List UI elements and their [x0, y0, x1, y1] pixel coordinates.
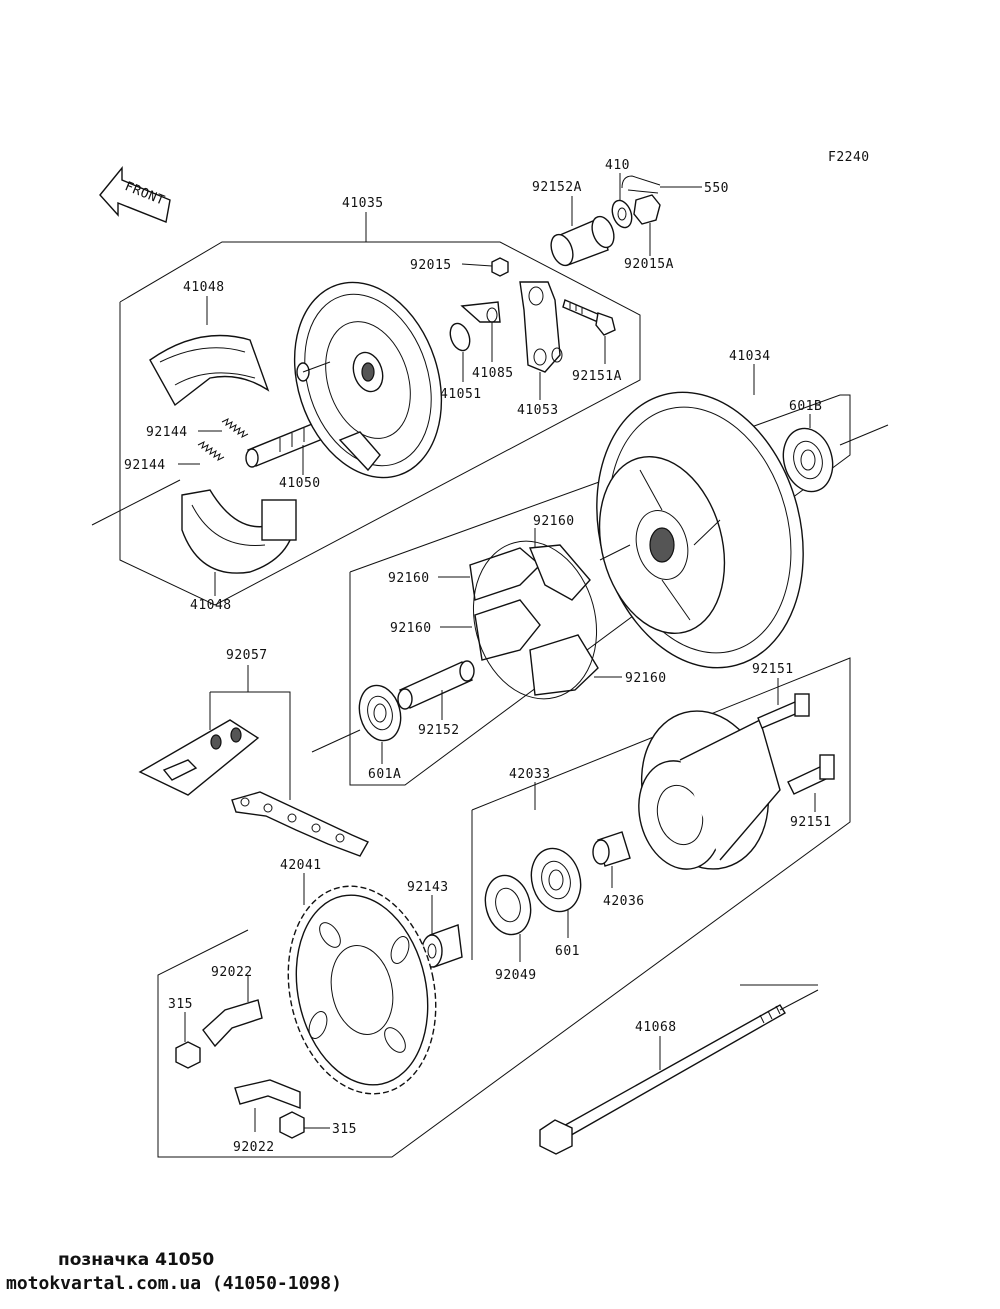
spring-upper	[221, 418, 249, 438]
label-41034: 41034	[729, 349, 771, 364]
label-315-upper: 315	[168, 997, 193, 1012]
figure-code: F2240	[828, 150, 870, 165]
stud-92151-lower	[787, 754, 835, 795]
wear-indicator-41085	[460, 301, 501, 323]
label-41051: 41051	[440, 387, 482, 402]
label-92143: 92143	[407, 880, 449, 895]
hub-group: 41034 601B 92160	[311, 349, 889, 786]
label-42033: 42033	[509, 767, 551, 782]
chain-group: 92057	[138, 648, 369, 857]
front-arrow-icon: FRONT	[99, 166, 171, 223]
label-92057: 92057	[226, 648, 268, 663]
label-41050: 41050	[279, 476, 321, 491]
label-42036: 42036	[603, 894, 645, 909]
bearing-601A	[358, 684, 402, 742]
wheel-hub	[596, 391, 804, 669]
label-601: 601	[555, 944, 580, 959]
master-link	[138, 719, 260, 796]
label-92151A: 92151A	[572, 369, 622, 384]
label-92144-upper: 92144	[146, 425, 188, 440]
label-92152A: 92152A	[532, 180, 582, 195]
seal-92049	[484, 874, 532, 936]
label-92022-upper: 92022	[211, 965, 253, 980]
label-315-lower: 315	[332, 1122, 357, 1137]
label-550: 550	[704, 181, 729, 196]
label-42041: 42041	[280, 858, 322, 873]
label-92015A: 92015A	[624, 257, 674, 272]
label-41048-upper: 41048	[183, 280, 225, 295]
label-92160-d: 92160	[625, 671, 667, 686]
footer-source-link[interactable]: motokvartal.com.ua (41050-1098)	[6, 1273, 342, 1294]
bearing-601B	[782, 427, 834, 493]
label-92160-c: 92160	[390, 621, 432, 636]
nut-315-lower	[279, 1111, 305, 1139]
label-601A: 601A	[368, 767, 401, 782]
label-92015: 92015	[410, 258, 452, 273]
brake-lever-41053	[519, 281, 563, 373]
label-92151-upper: 92151	[752, 662, 794, 677]
label-41048-lower: 41048	[190, 598, 232, 613]
drive-chain	[231, 791, 369, 857]
nut-315-upper	[175, 1041, 201, 1069]
brake-shoe-lower	[181, 489, 297, 574]
label-92151-lower: 92151	[790, 815, 832, 830]
camshaft	[245, 419, 331, 468]
brake-panel-group: 41035 41048 92144 92144 41048	[91, 158, 729, 613]
label-410: 410	[605, 158, 630, 173]
label-92049: 92049	[495, 968, 537, 983]
label-41035: 41035	[342, 196, 384, 211]
bolt-92151A	[562, 299, 616, 336]
sprocket-coupling	[638, 710, 781, 870]
lock-washer-92022-lower	[234, 1079, 301, 1110]
stud-92151-upper	[757, 693, 810, 729]
label-92144-lower: 92144	[124, 458, 166, 473]
washer-410	[611, 199, 633, 229]
brake-panel	[293, 281, 443, 479]
bearing-601	[530, 847, 582, 913]
label-92022-lower: 92022	[233, 1140, 275, 1155]
spring-lower	[197, 441, 225, 461]
cotter-pin-550	[621, 175, 661, 194]
label-41085: 41085	[472, 366, 514, 381]
label-601B: 601B	[789, 399, 822, 414]
coupling-group: 42033 92151 92151 42036	[157, 657, 851, 1158]
collar-92152A	[550, 215, 615, 267]
footer-caption: позначка 41050	[58, 1250, 215, 1270]
sleeve-92152	[397, 660, 475, 710]
brake-shoe-upper	[149, 334, 270, 407]
label-92160-b: 92160	[388, 571, 430, 586]
axle-41068	[539, 989, 819, 1155]
label-92152: 92152	[418, 723, 460, 738]
label-41068: 41068	[635, 1020, 677, 1035]
sprocket-42041	[287, 885, 437, 1095]
label-41053: 41053	[517, 403, 559, 418]
collar-42036	[592, 831, 631, 867]
nut-92015	[491, 257, 509, 277]
washer-41051	[449, 322, 471, 352]
castle-nut-92015A	[633, 194, 661, 225]
damper-rubbers	[469, 540, 599, 700]
label-92160-a: 92160	[533, 514, 575, 529]
lock-washer-92022-upper	[202, 999, 263, 1048]
